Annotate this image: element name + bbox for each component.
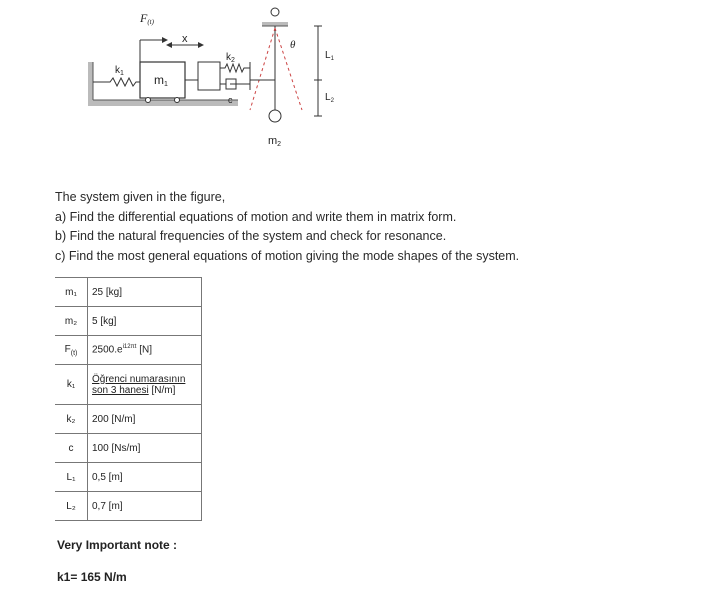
svg-text:k1: k1 — [115, 65, 124, 77]
parameters-table: m₁ 25 [kg] m₂ 5 [kg] F(t) 2500.ei12πt [N… — [55, 277, 202, 521]
table-row: c 100 [Ns/m] — [55, 433, 202, 463]
param-value: 0,7 [m] — [87, 491, 202, 521]
problem-part-b: b) Find the natural frequencies of the s… — [55, 229, 447, 243]
svg-text:x: x — [182, 33, 188, 45]
param-value: 5 [kg] — [87, 306, 202, 336]
spring-k1 — [93, 76, 140, 88]
svg-text:c: c — [228, 95, 233, 105]
table-row: m₂ 5 [kg] — [55, 306, 202, 336]
param-value: 0,5 [m] — [87, 462, 202, 492]
problem-statement: The system given in the figure, a) Find … — [55, 188, 519, 266]
param-symbol: m₂ — [55, 306, 88, 336]
svg-text:m2: m2 — [268, 135, 281, 148]
param-symbol: m₁ — [55, 277, 88, 307]
param-symbol: k₁ — [55, 364, 88, 405]
table-row: m₁ 25 [kg] — [55, 277, 202, 307]
x-arrow-icon — [198, 42, 204, 48]
svg-text:L2: L2 — [325, 92, 335, 104]
param-value: Öğrenci numarasının son 3 hanesi [N/m] — [87, 364, 202, 405]
wheel-left — [145, 97, 151, 103]
mechanical-system-figure: F(t) x k1 m1 k2 c θ L1 L2 m2 — [88, 7, 335, 148]
svg-text:k2: k2 — [226, 52, 235, 64]
problem-intro: The system given in the figure, — [55, 190, 226, 204]
param-symbol: F(t) — [55, 335, 88, 365]
ceiling — [262, 22, 288, 27]
table-row: F(t) 2500.ei12πt [N] — [55, 335, 202, 365]
param-symbol: k₂ — [55, 404, 88, 434]
problem-part-c: c) Find the most general equations of mo… — [55, 248, 520, 263]
ground — [88, 62, 238, 106]
svg-text:F(t): F(t) — [139, 11, 155, 26]
important-note-title: Very Important note : — [57, 538, 178, 552]
table-row: L₂ 0,7 [m] — [55, 491, 202, 521]
mass-m2 — [268, 109, 282, 123]
svg-text:θ: θ — [290, 39, 296, 51]
k1-note: k1= 165 N/m — [57, 570, 127, 584]
svg-text:L1: L1 — [325, 50, 335, 62]
param-value: 200 [N/m] — [87, 404, 202, 434]
param-symbol: L₂ — [55, 491, 88, 521]
spring-k2 — [220, 62, 250, 74]
svg-text:m1: m1 — [154, 73, 168, 88]
wheel-right — [174, 97, 180, 103]
problem-part-a: a) Find the differential equations of mo… — [55, 209, 457, 224]
table-row: L₁ 0,5 [m] — [55, 462, 202, 492]
damper-c — [220, 78, 250, 90]
table-row: k₁ Öğrenci numarasının son 3 hanesi [N/m… — [55, 364, 202, 405]
param-value: 25 [kg] — [87, 277, 202, 307]
force-arrow-icon — [162, 37, 168, 43]
pivot-top — [270, 7, 280, 17]
param-symbol: c — [55, 433, 88, 463]
param-value: 2500.ei12πt [N] — [87, 335, 202, 365]
table-row: k₂ 200 [N/m] — [55, 404, 202, 434]
param-symbol: L₁ — [55, 462, 88, 492]
param-value: 100 [Ns/m] — [87, 433, 202, 463]
